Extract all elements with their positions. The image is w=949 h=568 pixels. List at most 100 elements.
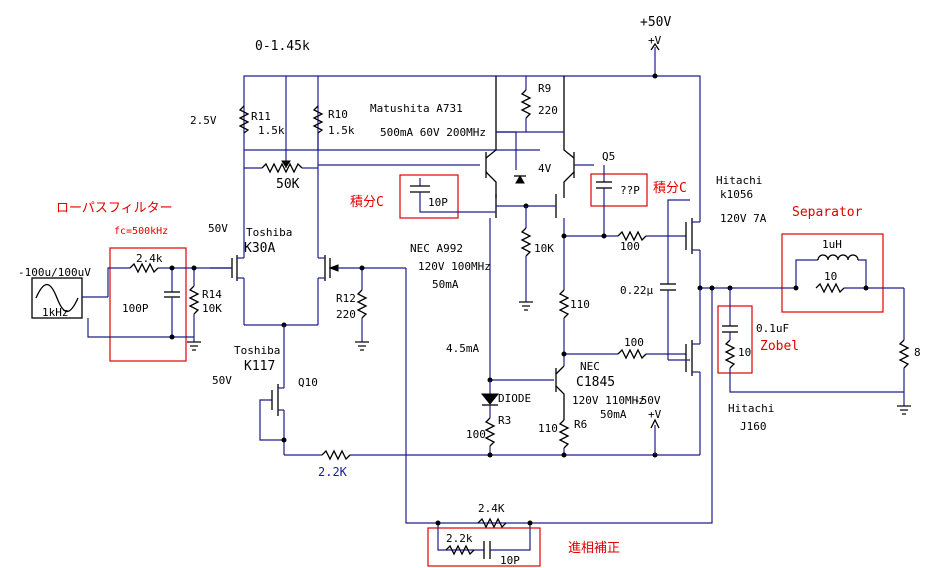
c1845-label: C1845 [576, 375, 615, 390]
feedback-loop [405, 268, 713, 524]
a731-right-body [563, 76, 575, 159]
fb-resistor [477, 517, 507, 529]
r14-resistor [188, 285, 200, 315]
nec-label: NEC [580, 360, 600, 373]
neg-supply-label: -50V [634, 394, 661, 407]
a731-mid-link [496, 131, 517, 170]
comp-r-label: 2.2k [446, 532, 473, 545]
top-vplus-label: +V [648, 34, 662, 47]
q5-label: Q5 [602, 150, 615, 163]
r12-value: 220 [336, 308, 356, 321]
zobel-c-label: 0.1uF [756, 322, 789, 335]
in-level-label: -100u/100uV [18, 266, 91, 279]
junction [359, 265, 365, 271]
top-rail [243, 75, 701, 202]
separator-label: Separator [792, 205, 863, 220]
neg-vplus-label: +V [648, 408, 662, 421]
r14-label: R14 [202, 288, 222, 301]
pot-50k [261, 162, 303, 174]
r100-bot-resistor [617, 348, 647, 360]
signal-source [31, 277, 83, 319]
r100-top-resistor [617, 230, 647, 242]
comp-resistor [445, 544, 475, 556]
zobel-r-label: 10 [738, 346, 751, 359]
vol-range-label: 0-1.45k [255, 39, 310, 54]
matsushita-label: Matushita A731 [370, 102, 463, 115]
j160-label: J160 [740, 420, 767, 433]
sekibun2-label: 積分C [653, 181, 687, 196]
junction [435, 520, 441, 526]
r12-label: R12 [336, 292, 356, 305]
v50-2-label: 50V [212, 374, 232, 387]
junction [561, 351, 567, 357]
sep-l-branch [795, 259, 818, 288]
zener-icon [515, 174, 525, 184]
sekibun1-label: 積分C [350, 195, 384, 210]
inductor-1uh [817, 254, 859, 261]
pot-label: 50K [276, 177, 300, 192]
r10k-label: 10K [534, 242, 554, 255]
phase-comp-box [427, 527, 541, 567]
k1056-spec: 120V 7A [720, 212, 767, 225]
r12-resistor [356, 289, 368, 319]
toshiba1-label: Toshiba [246, 226, 292, 239]
junction [863, 285, 869, 291]
r3-label: R3 [498, 414, 511, 427]
bypass-left [667, 199, 690, 236]
r3-resistor [484, 417, 496, 447]
c1845-col [555, 365, 565, 375]
r6-value: 110 [538, 422, 558, 435]
r10k-resistor [520, 227, 532, 257]
a731-left-body [485, 76, 497, 159]
r9-label: R9 [538, 82, 551, 95]
sep-r-label: 10 [824, 270, 837, 283]
k117-label: K117 [244, 359, 275, 374]
diode-label: DIODE [498, 392, 531, 405]
r10-value: 1.5k [328, 124, 355, 137]
c1845-spec: 120V 110MHz [572, 394, 645, 407]
sep-l-back [858, 259, 867, 288]
junction [709, 285, 715, 291]
r100-mid-label: 100 [624, 336, 644, 349]
junction [281, 437, 287, 443]
sep-resistor [815, 282, 845, 294]
a992-label: NEC A992 [410, 242, 463, 255]
r10-label: R10 [328, 108, 348, 121]
top-supply-label: +50V [640, 15, 671, 30]
k30a-label: K30A [244, 241, 275, 256]
k1056-label: k1056 [720, 188, 753, 201]
src-label: 1kHz [42, 306, 69, 319]
r6-resistor [558, 419, 570, 449]
k117-gate-loop [259, 399, 284, 441]
r9-resistor [520, 89, 532, 119]
cap-int2-value: ??P [620, 184, 640, 197]
load-resistor [898, 339, 910, 369]
load-label: 8 [914, 346, 921, 359]
diode-icon [480, 393, 500, 405]
r22k-label: 2.2K [318, 465, 348, 479]
zobel-to-gnd [729, 368, 904, 393]
junction [487, 452, 493, 458]
pot-arrow [281, 160, 291, 168]
c022-label: 0.22μ [620, 284, 653, 297]
r6-label: R6 [574, 418, 587, 431]
integrator-c2-box [590, 173, 648, 207]
lpf-label: ローパスフィルター [56, 201, 173, 216]
vplus-bot-icon [650, 418, 660, 429]
v4-label: 4V [538, 162, 552, 175]
r110-label: 110 [570, 298, 590, 311]
hitachi-top-label: Hitachi [716, 174, 762, 187]
junction [561, 233, 567, 239]
junction [561, 452, 567, 458]
sine-wave-icon [35, 283, 79, 313]
integrator-c1-box [399, 174, 459, 219]
r9-value: 220 [538, 104, 558, 117]
fb-r-label: 2.4K [478, 502, 505, 515]
src-to-r [107, 267, 130, 297]
junction [793, 285, 799, 291]
a731-right-emit [563, 171, 575, 198]
phase-comp-label: 進相補正 [568, 541, 620, 556]
c1845-emit [555, 385, 565, 420]
gnd-bus [87, 318, 194, 338]
int1-bot [419, 192, 496, 213]
